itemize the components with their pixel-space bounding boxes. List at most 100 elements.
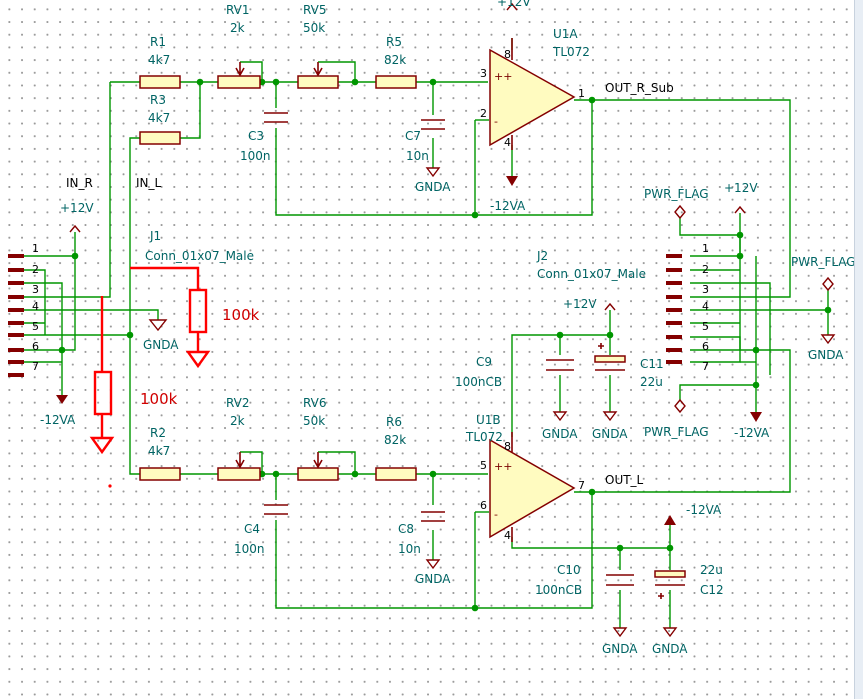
u1b-pin-plus: 5 xyxy=(480,459,487,472)
gnda-c11-label: GNDA xyxy=(592,427,628,441)
red-label-1: 100k xyxy=(222,306,260,324)
gnda-c8-label: GNDA xyxy=(415,572,451,586)
resistor-r2[interactable]: R2 4k7 xyxy=(139,426,181,481)
svg-text:++: ++ xyxy=(494,460,512,473)
u1b-pin-out: 7 xyxy=(578,479,585,492)
power-minus12-c10: -12VA xyxy=(664,503,722,525)
svg-text:3: 3 xyxy=(702,283,709,296)
capacitor-c9[interactable]: C9 100nCB xyxy=(455,355,574,389)
svg-text:7: 7 xyxy=(32,360,39,373)
r2-value: 4k7 xyxy=(148,444,170,458)
rv5-value: 50k xyxy=(303,21,325,35)
connector-j1[interactable]: 1 2 3 4 5 6 7 J1 Conn_01x07_Male xyxy=(32,229,254,373)
u1a-pin-out: 1 xyxy=(578,87,585,100)
capacitor-c7[interactable]: C7 10n xyxy=(405,119,445,163)
power-plus12-j2: +12V xyxy=(724,181,758,214)
capacitor-c12[interactable]: 22u C12 xyxy=(654,563,724,599)
c10-value: 100nCB xyxy=(535,583,582,597)
svg-text:1: 1 xyxy=(702,242,709,255)
c7-value: 10n xyxy=(406,149,429,163)
capacitor-c3[interactable]: C3 100n xyxy=(240,112,288,163)
net-label-out-r: OUT_R_Sub xyxy=(605,81,674,95)
wires xyxy=(12,38,829,628)
power-gnda-right: GNDA xyxy=(808,334,844,362)
svg-text:6: 6 xyxy=(702,340,709,353)
connector-j2[interactable]: 1 2 3 4 5 6 7 J2 Conn_01x07_Male xyxy=(536,242,709,373)
net-label-in-r: IN_R xyxy=(66,176,93,190)
junctions xyxy=(58,78,832,612)
c3-ref: C3 xyxy=(248,129,264,143)
pwr-flag-3-label: PWR_FLAG xyxy=(644,425,709,439)
c9-value: 100nCB xyxy=(455,375,502,389)
c10-ref: C10 xyxy=(557,563,581,577)
u1b-pin-vminus: 4 xyxy=(504,529,511,542)
svg-text:++: ++ xyxy=(494,70,512,83)
svg-text:2: 2 xyxy=(702,263,709,276)
pot-rv5[interactable]: RV5 50k xyxy=(297,3,339,89)
r5-value: 82k xyxy=(384,53,406,67)
u1b-value: TL072 xyxy=(465,430,503,444)
plus12-c9-label: +12V xyxy=(563,297,597,311)
power-gnda-j1: GNDA xyxy=(143,319,179,352)
capacitor-c4[interactable]: C4 100n xyxy=(234,504,288,556)
rv1-ref: RV1 xyxy=(226,3,250,17)
j2-pin-stubs xyxy=(666,254,682,364)
j1-ref: J1 xyxy=(149,229,161,243)
rv5-ref: RV5 xyxy=(303,3,327,17)
power-gnda-c12: GNDA xyxy=(652,627,688,656)
r3-ref: R3 xyxy=(150,93,166,107)
u1a-ref: U1A xyxy=(553,27,578,41)
window-edge xyxy=(854,0,863,699)
c3-value: 100n xyxy=(240,149,271,163)
minus12-u1a-label: -12VA xyxy=(490,199,526,213)
svg-text:2: 2 xyxy=(32,263,39,276)
gnda-c7-label: GNDA xyxy=(415,180,451,194)
resistor-r6[interactable]: R6 82k xyxy=(375,415,417,481)
power-gnda-c7: GNDA xyxy=(415,167,451,194)
gnda-c10-label: GNDA xyxy=(602,642,638,656)
u1a-pin-vplus: 8 xyxy=(504,48,511,61)
pot-rv2[interactable]: RV2 2k xyxy=(217,396,261,481)
pot-rv1[interactable]: RV1 2k xyxy=(217,3,261,89)
power-minus12-j2: -12VA xyxy=(734,412,770,440)
gnda-c12-label: GNDA xyxy=(652,642,688,656)
svg-text:3: 3 xyxy=(32,283,39,296)
j2-value: Conn_01x07_Male xyxy=(537,267,646,281)
capacitor-c10[interactable]: C10 100nCB xyxy=(535,563,634,597)
u1b-pin-vplus: 8 xyxy=(504,440,511,453)
opamp-u1a[interactable]: ++ - 3 2 1 8 4 U1A TL072 xyxy=(480,27,590,150)
gnda-c9-label: GNDA xyxy=(542,427,578,441)
resistor-r3[interactable]: R3 4k7 xyxy=(139,93,181,145)
u1a-pin-plus: 3 xyxy=(480,67,487,80)
svg-text:4: 4 xyxy=(702,300,709,313)
gnda-right-label: GNDA xyxy=(808,348,844,362)
r3-value: 4k7 xyxy=(148,111,170,125)
red-annotation-2: 100k xyxy=(89,296,178,488)
power-flag-1: PWR_FLAG xyxy=(644,187,709,220)
rv6-ref: RV6 xyxy=(303,396,327,410)
r6-ref: R6 xyxy=(386,415,402,429)
c12-ref: C12 xyxy=(700,583,724,597)
c8-value: 10n xyxy=(398,542,421,556)
pwr-flag-1-label: PWR_FLAG xyxy=(644,187,709,201)
rv2-ref: RV2 xyxy=(226,396,250,410)
red-label-2: 100k xyxy=(140,390,178,408)
power-plus12-top: +12V xyxy=(497,0,531,11)
minus12-j1-label: -12VA xyxy=(40,413,76,427)
c11-value: 22u xyxy=(640,375,663,389)
power-minus12-u1a: -12VA xyxy=(490,176,526,213)
pot-rv6[interactable]: RV6 50k xyxy=(297,396,339,481)
minus12-c10-label: -12VA xyxy=(686,503,722,517)
net-label-in-l: IN_L xyxy=(136,176,162,190)
power-flag-2: PWR_FLAG xyxy=(791,255,855,292)
r5-ref: R5 xyxy=(386,35,402,49)
capacitor-c11[interactable]: C11 22u xyxy=(594,343,664,389)
r2-ref: R2 xyxy=(150,426,166,440)
resistor-r5[interactable]: R5 82k xyxy=(375,35,417,89)
opamp-u1b[interactable]: ++ - 5 6 7 8 4 U1B TL072 xyxy=(465,413,585,542)
c9-ref: C9 xyxy=(476,355,492,369)
capacitor-c8[interactable]: C8 10n xyxy=(398,511,445,556)
u1b-ref: U1B xyxy=(476,413,501,427)
pwr-flag-2-label: PWR_FLAG xyxy=(791,255,855,269)
resistor-r1[interactable]: R1 4k7 xyxy=(139,35,181,89)
